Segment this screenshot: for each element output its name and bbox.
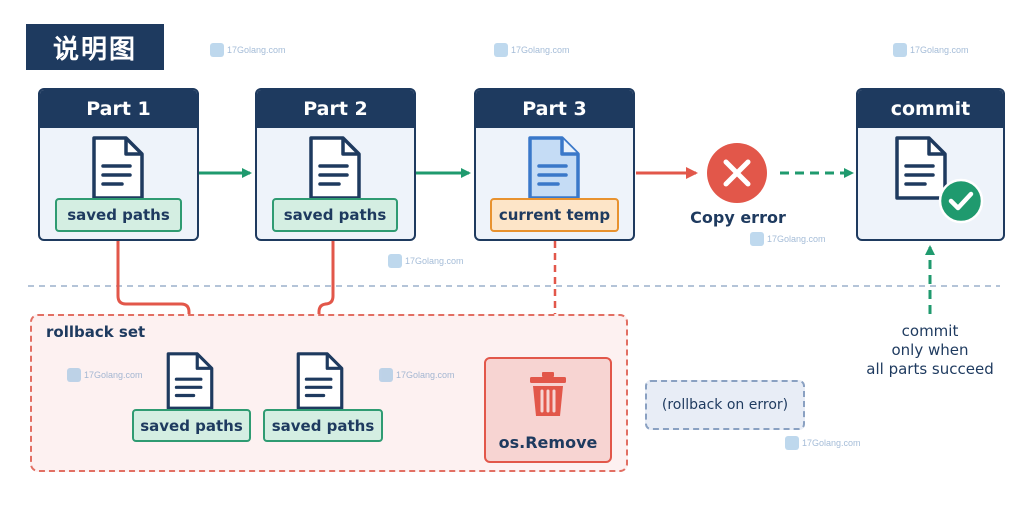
- watermark: 17Golang.com: [893, 43, 969, 57]
- copy-error-label: Copy error: [690, 208, 786, 227]
- document-icon: [309, 136, 361, 200]
- watermark: 17Golang.com: [750, 232, 826, 246]
- watermark: 17Golang.com: [67, 368, 143, 382]
- checkmark-icon: [938, 178, 984, 224]
- commit-note-line-2: only when: [891, 341, 969, 359]
- rollback-on-error-note: (rollback on error): [645, 380, 805, 430]
- watermark: 17Golang.com: [494, 43, 570, 57]
- watermark: 17Golang.com: [379, 368, 455, 382]
- error-x-icon: [707, 143, 767, 203]
- document-icon: [92, 136, 144, 200]
- rollback-item-1: saved paths: [132, 409, 251, 442]
- arrow-part1-rollback: [116, 240, 195, 351]
- document-icon: [296, 352, 344, 410]
- commit-note: commit only when all parts succeed: [860, 322, 1000, 379]
- watermark: 17Golang.com: [785, 436, 861, 450]
- diagram-title: 说明图: [26, 24, 164, 70]
- part-2-saved-paths: saved paths: [272, 198, 398, 232]
- part-1-header: Part 1: [40, 90, 197, 128]
- part-3-current-temp: current temp: [490, 198, 619, 232]
- rollback-set-label: rollback set: [46, 323, 146, 341]
- watermark: 17Golang.com: [210, 43, 286, 57]
- part-1-saved-paths: saved paths: [55, 198, 182, 232]
- commit-note-line-3: all parts succeed: [866, 360, 994, 378]
- part-2-header: Part 2: [257, 90, 414, 128]
- commit-note-line-1: commit: [901, 322, 959, 340]
- part-3-header: Part 3: [476, 90, 633, 128]
- os-remove-label: os.Remove: [498, 433, 598, 452]
- watermark: 17Golang.com: [388, 254, 464, 268]
- commit-header: commit: [858, 90, 1003, 128]
- document-icon: [166, 352, 214, 410]
- trash-icon: [530, 372, 566, 416]
- document-icon: [528, 136, 580, 200]
- rollback-item-2: saved paths: [263, 409, 383, 442]
- arrow-part2-rollback: [313, 240, 335, 351]
- document-icon: [895, 136, 947, 200]
